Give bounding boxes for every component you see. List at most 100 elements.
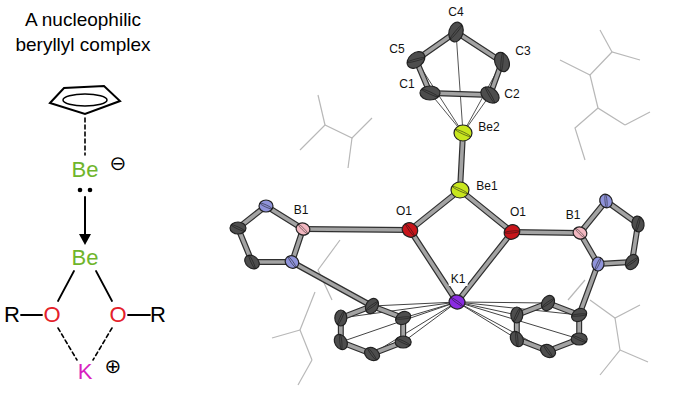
atom-label: C3 <box>513 44 532 58</box>
ellipsoid-axis <box>248 255 256 270</box>
nitrogen-ellipsoid <box>283 253 301 270</box>
nitrogen-ellipsoid <box>259 200 273 212</box>
bond-outline <box>457 232 512 302</box>
ellipsoid-axis <box>421 88 439 98</box>
bond <box>457 232 512 302</box>
boron-ellipsoid <box>294 221 311 237</box>
carbon-ellipsoid <box>395 336 411 348</box>
atom-label: C4 <box>446 5 465 19</box>
atom-symbol: O <box>109 304 126 326</box>
ellipsoid-axis <box>396 316 411 319</box>
ellipsoid-axis <box>455 128 471 137</box>
carbon-ellipsoid <box>242 252 262 271</box>
bond-outline <box>292 262 372 306</box>
atom-symbol: O <box>43 304 60 326</box>
ellipsoid-axis <box>450 297 464 307</box>
carbon-ellipsoid <box>539 293 557 313</box>
wireframe-substituent <box>300 292 315 360</box>
atom-symbol: Be <box>72 247 99 269</box>
bond <box>303 229 410 230</box>
wireframe-substituent <box>600 30 612 52</box>
ellipsoid-axis <box>541 298 555 308</box>
carbon-ellipsoid <box>230 222 246 234</box>
ellipsoid-axis <box>543 344 553 358</box>
be-cp-contact <box>456 32 463 133</box>
charge-symbol: ⊖ <box>110 153 127 173</box>
beryllium-ellipsoid <box>451 182 469 198</box>
atom-label: C1 <box>397 77 416 91</box>
ellipsoid-axis <box>515 331 518 346</box>
oxygen-ellipsoid <box>502 222 523 242</box>
wireframe-substituent <box>318 240 340 300</box>
carbon-ellipsoid <box>478 84 502 107</box>
ellipsoid-axis <box>449 24 463 40</box>
ellipsoid-axis <box>298 224 309 235</box>
r-o-bond <box>128 314 150 316</box>
beryllium-ellipsoid <box>454 125 472 141</box>
charge-symbol: ⊕ <box>105 356 122 376</box>
wireframe-substituent <box>560 52 640 75</box>
carbon-ellipsoid <box>362 345 382 363</box>
carbon-ellipsoid <box>569 306 589 324</box>
ellipsoid-axis <box>367 347 377 361</box>
atom-symbol: Be <box>72 159 99 181</box>
carbon-ellipsoid <box>420 86 440 100</box>
ellipsoid-axis <box>337 311 345 326</box>
ellipsoid-axis <box>504 230 519 233</box>
carbon-ellipsoid <box>511 307 523 323</box>
atom-label: B1 <box>564 208 583 222</box>
dative-arrow-line <box>84 197 86 236</box>
carbon-ellipsoid <box>447 21 466 44</box>
ellipsoid-axis <box>594 258 601 271</box>
ellipsoid-axis <box>625 257 639 267</box>
bond-outline <box>303 229 410 230</box>
carbon-ellipsoid <box>492 50 512 74</box>
ellipsoid-axis <box>407 57 426 64</box>
potassium-ellipsoid <box>448 294 466 311</box>
nitrogen-ellipsoid <box>597 192 614 210</box>
atom-label: B1 <box>292 203 311 217</box>
wireframe-substituent <box>625 112 650 125</box>
ellipsoid-axis <box>396 338 411 346</box>
wireframe-substituent <box>600 318 620 375</box>
k-arene-contact <box>372 302 457 354</box>
nitrogen-ellipsoid <box>592 257 604 271</box>
lone-pair-dot <box>78 188 83 193</box>
bond <box>579 264 598 315</box>
wireframe-substituent <box>575 108 598 160</box>
bond-outline <box>410 190 460 230</box>
bond-outline <box>410 230 457 302</box>
ellipsoid-axis <box>231 224 246 232</box>
ellipsoid-axis <box>513 308 521 323</box>
wireframe-substituent <box>318 95 325 125</box>
carbon-ellipsoid <box>404 48 428 72</box>
ellipsoid-axis <box>572 335 587 343</box>
wireframe-substituent <box>298 360 312 385</box>
wireframe-substituent <box>568 280 585 300</box>
atom-label: Be2 <box>476 120 501 134</box>
ellipsoid-axis <box>604 194 607 207</box>
cp-ring <box>50 86 120 114</box>
bond <box>410 190 460 230</box>
carbon-ellipsoid <box>335 310 347 326</box>
atom-label: C2 <box>502 87 521 101</box>
ellipsoid-axis <box>287 256 296 268</box>
arrow-head <box>79 234 91 245</box>
k-arene-contact <box>457 302 517 315</box>
carbon-ellipsoid <box>363 296 381 316</box>
r-o-bond <box>21 314 42 316</box>
carbon-ellipsoid <box>393 309 413 327</box>
wireframe-substituent <box>590 75 625 125</box>
aromatic-circle <box>63 94 107 106</box>
atom-label: O1 <box>394 204 414 218</box>
carbon-ellipsoid <box>508 329 526 349</box>
atom-label: C5 <box>387 42 406 56</box>
carbon-ellipsoid <box>538 342 558 360</box>
carbon-ellipsoid <box>623 252 641 272</box>
k-arene-contact <box>341 302 457 342</box>
ellipsoid-axis <box>260 202 273 209</box>
bond <box>512 232 580 233</box>
ellipsoid-axis <box>405 223 415 237</box>
substituent-symbol: R <box>150 304 166 326</box>
